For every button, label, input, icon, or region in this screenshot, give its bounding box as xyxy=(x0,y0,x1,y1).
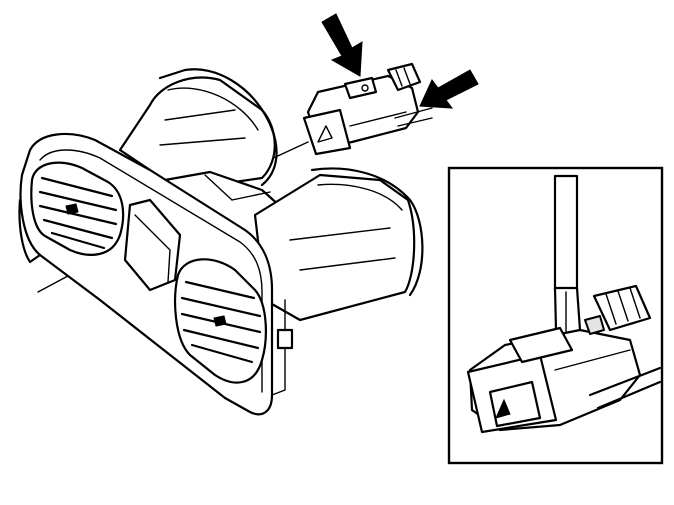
inset-connector-latch xyxy=(508,326,574,364)
upper-duct-edge xyxy=(167,87,259,131)
dashboard-air-vent-assembly xyxy=(18,68,424,416)
connector-latch xyxy=(343,76,378,100)
right-duct-rib-2 xyxy=(299,257,396,271)
right-louver-knob xyxy=(213,315,227,327)
inset-connector-seam xyxy=(554,349,631,371)
right-louver-slats xyxy=(180,280,262,364)
inset-connector-socket xyxy=(495,398,511,419)
connector-front-face xyxy=(302,108,352,156)
inset-latch-button xyxy=(584,315,605,335)
inset-connector-wires xyxy=(588,366,662,410)
bezel-inner-lip xyxy=(39,149,263,393)
connector-latch-pin xyxy=(361,84,369,92)
duct-rib-1 xyxy=(164,109,236,121)
inset-terminal-slot-1 xyxy=(605,293,617,325)
pull-left-arrow xyxy=(419,69,479,109)
connector-socket xyxy=(317,125,333,143)
terminal-slot-1 xyxy=(395,69,403,87)
right-duct-rib-1 xyxy=(289,227,391,241)
inset-terminal-slot-2 xyxy=(617,290,629,322)
inset-connector-front xyxy=(466,353,558,434)
left-louver-slats xyxy=(38,176,118,250)
connector-body-seam xyxy=(349,111,407,127)
detail-inset-connector-release xyxy=(447,166,664,465)
upper-duct-rim xyxy=(158,68,278,187)
center-recess xyxy=(123,198,182,292)
connector-wires xyxy=(394,107,433,127)
duct-rib-2 xyxy=(159,137,246,146)
left-louver-knob xyxy=(65,203,79,215)
right-duct-edge xyxy=(317,183,403,211)
mounting-tab xyxy=(276,328,294,350)
housing-edge-1 xyxy=(204,174,233,201)
terminal-slot-2 xyxy=(403,67,411,85)
housing-edge-2 xyxy=(231,191,271,201)
center-recess-edge xyxy=(134,214,171,283)
right-duct-rim xyxy=(310,167,424,297)
inset-connector-socket-frame xyxy=(488,380,542,428)
screwdriver-shaft xyxy=(553,174,579,292)
inset-terminal-slot-3 xyxy=(629,287,641,319)
press-down-arrow xyxy=(321,13,363,77)
electrical-connector xyxy=(302,62,433,156)
inset-terminal-block xyxy=(592,284,652,332)
bezel-bottom-edge xyxy=(18,198,42,264)
right-duct xyxy=(253,173,416,322)
